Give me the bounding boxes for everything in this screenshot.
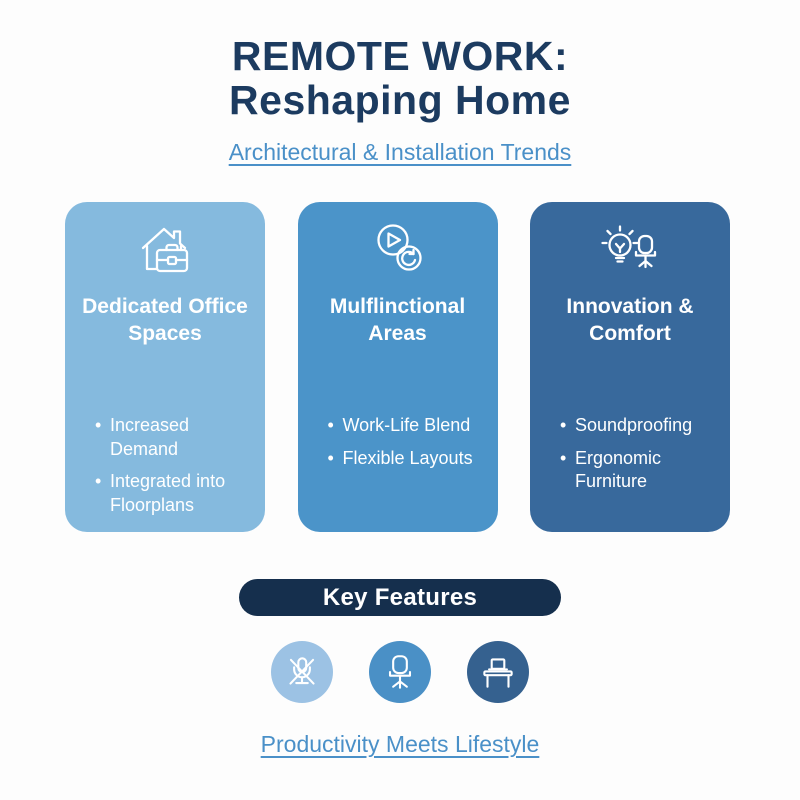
- feature-circle-soundproofing: [271, 641, 333, 703]
- header: REMOTE WORK: Reshaping Home Architectura…: [0, 34, 800, 166]
- card-bullet-list: Increased Demand Integrated into Floorpl…: [65, 414, 265, 527]
- house-briefcase-icon: [132, 216, 198, 282]
- card-title-line1: Dedicated Office: [82, 295, 248, 318]
- card-bullet-list: Soundproofing Ergonomic Furniture: [530, 414, 730, 503]
- desk-laptop-icon: [483, 658, 513, 688]
- office-chair-icon: [388, 655, 412, 689]
- card-title-line2: Comfort: [589, 321, 671, 345]
- card-title-line2: Areas: [368, 321, 427, 345]
- bullet-item: Work-Life Blend: [328, 414, 486, 438]
- card-title: Dedicated Office Spaces: [82, 294, 248, 348]
- bullet-item: Soundproofing: [560, 414, 718, 438]
- lightbulb-chair-icon: [597, 216, 663, 282]
- cards-row: Dedicated Office Spaces Increased Demand…: [65, 202, 730, 532]
- bullet-item: Flexible Layouts: [328, 447, 486, 471]
- card-title: Mulflinctional Areas: [330, 294, 465, 348]
- feature-circle-ergonomics: [369, 641, 431, 703]
- feature-icons-row: [271, 641, 529, 703]
- card-multifunctional-areas: Mulflinctional Areas Work-Life Blend Fle…: [297, 202, 498, 532]
- footer: Productivity Meets Lifestyle: [0, 731, 800, 758]
- muted-microphone-icon: [289, 657, 315, 685]
- card-title-line1: Innovation &: [566, 295, 694, 318]
- page-title-line1: REMOTE WORK:: [231, 33, 569, 79]
- key-features-label: Key Features: [322, 583, 478, 611]
- bullet-item: Increased Demand: [95, 414, 253, 462]
- key-features-badge: Key Features: [239, 579, 561, 616]
- card-bullet-list: Work-Life Blend Flexible Layouts: [298, 414, 498, 480]
- card-innovation-comfort: Innovation & Comfort Soundproofing Ergon…: [530, 202, 730, 532]
- feature-circle-workspace: [467, 641, 529, 703]
- page-title-line2: Reshaping Home: [229, 77, 571, 124]
- card-title: Innovation & Comfort: [566, 294, 693, 348]
- bullet-item: Ergonomic Furniture: [560, 447, 718, 495]
- footer-link[interactable]: Productivity Meets Lifestyle: [260, 731, 540, 757]
- play-sync-icon: [366, 216, 430, 282]
- bullet-item: Integrated into Floorplans: [95, 470, 253, 518]
- subtitle-link[interactable]: Architectural & Installation Trends: [228, 138, 572, 165]
- card-dedicated-office-spaces: Dedicated Office Spaces Increased Demand…: [65, 202, 265, 532]
- card-title-line2: Spaces: [128, 321, 202, 345]
- page-title: REMOTE WORK: Reshaping Home: [0, 34, 800, 123]
- card-title-line1: Mulflinctional: [329, 295, 466, 318]
